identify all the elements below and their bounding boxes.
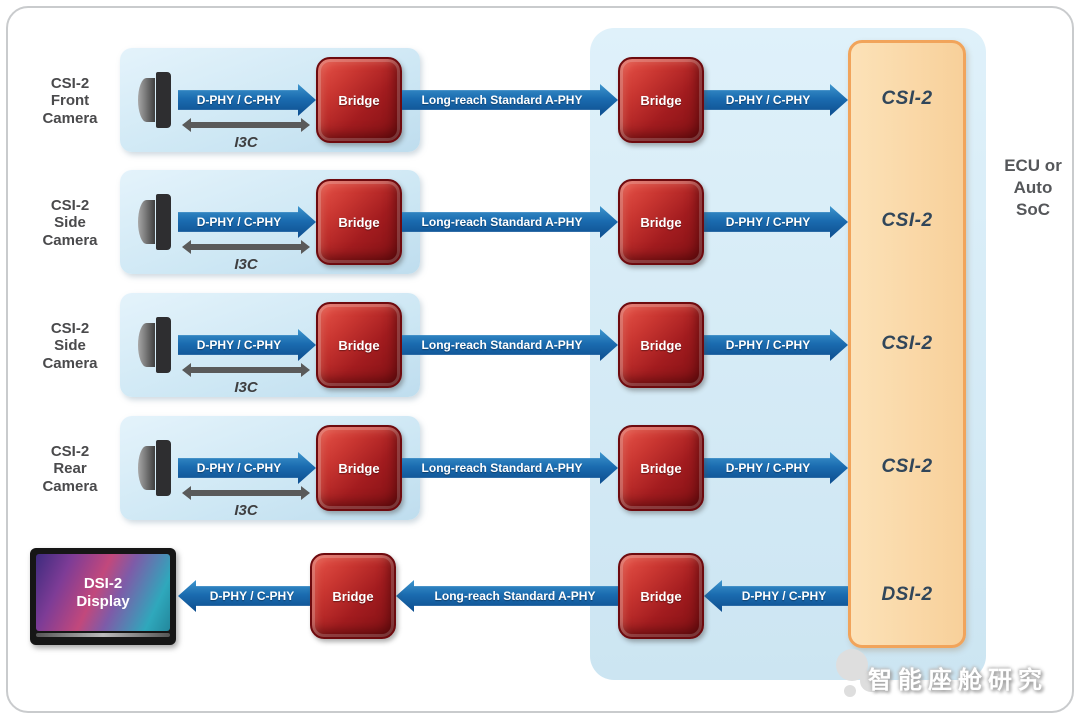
watermark-text: 智能座舱研究 (868, 667, 1048, 694)
camera-module-box: D-PHY / C-PHY I3C Bridge (120, 293, 420, 397)
dphy-cphy-arrow: D-PHY / C-PHY (178, 329, 316, 361)
display-monitor-icon: DSI-2 Display (30, 548, 176, 645)
i3c-bidirectional-arrow (182, 118, 310, 132)
camera-lens (138, 200, 155, 244)
display-monitor-base (36, 633, 170, 637)
soc-port-column (848, 40, 966, 648)
ecu-label: ECU or Auto SoC (1004, 156, 1062, 220)
camera-body (156, 440, 171, 496)
camera-module-box: D-PHY / C-PHY I3C Bridge (120, 170, 420, 274)
i3c-label: I3C (234, 379, 258, 396)
soc-port-label: DSI-2 (881, 584, 933, 605)
camera-lens-icon (138, 317, 171, 373)
bridge-chip-soc-side: Bridge (618, 302, 704, 388)
camera-module-box: D-PHY / C-PHY I3C Bridge (120, 48, 420, 152)
dphy-cphy-arrow: D-PHY / C-PHY (178, 580, 310, 612)
i3c-bidirectional-arrow (182, 240, 310, 254)
display-screen: DSI-2 Display (36, 554, 170, 631)
i3c-label: I3C (234, 134, 258, 151)
camera-lens-icon (138, 194, 171, 250)
bridge-chip-soc-side: Bridge (618, 553, 704, 639)
bridge-chip-display-side: Bridge (310, 553, 396, 639)
bridge-chip-camera-side: Bridge (316, 425, 402, 511)
dphy-cphy-arrow: D-PHY / C-PHY (178, 206, 316, 238)
camera-lens (138, 323, 155, 367)
aphy-link-arrow: Long-reach Standard A-PHY (402, 329, 618, 361)
camera-label: CSI-2 Rear Camera (42, 443, 98, 495)
camera-lens (138, 446, 155, 490)
soc-port-label: CSI-2 (881, 456, 933, 477)
i3c-bidirectional-arrow (182, 363, 310, 377)
aphy-link-arrow: Long-reach Standard A-PHY (402, 206, 618, 238)
soc-port-label: CSI-2 (881, 333, 933, 354)
dphy-cphy-arrow: D-PHY / C-PHY (178, 84, 316, 116)
soc-port-label: CSI-2 (881, 88, 933, 109)
bridge-chip-soc-side: Bridge (618, 57, 704, 143)
bridge-chip-soc-side: Bridge (618, 179, 704, 265)
i3c-label: I3C (234, 256, 258, 273)
aphy-link-arrow: Long-reach Standard A-PHY (396, 580, 618, 612)
camera-body (156, 72, 171, 128)
dphy-cphy-arrow: D-PHY / C-PHY (178, 452, 316, 484)
camera-label: CSI-2 Side Camera (42, 320, 98, 372)
soc-port-label: CSI-2 (881, 210, 933, 231)
camera-body (156, 317, 171, 373)
watermark-circle-icon (844, 685, 856, 697)
camera-module-box: D-PHY / C-PHY I3C Bridge (120, 416, 420, 520)
i3c-label: I3C (234, 502, 258, 519)
bridge-chip-camera-side: Bridge (316, 57, 402, 143)
aphy-link-arrow: Long-reach Standard A-PHY (402, 452, 618, 484)
i3c-bidirectional-arrow (182, 486, 310, 500)
camera-lens-icon (138, 72, 171, 128)
bridge-chip-soc-side: Bridge (618, 425, 704, 511)
camera-lens (138, 78, 155, 122)
aphy-link-arrow: Long-reach Standard A-PHY (402, 84, 618, 116)
camera-body (156, 194, 171, 250)
camera-label: CSI-2 Side Camera (42, 197, 98, 249)
bridge-chip-camera-side: Bridge (316, 179, 402, 265)
camera-label: CSI-2 Front Camera (42, 75, 98, 127)
bridge-chip-camera-side: Bridge (316, 302, 402, 388)
camera-lens-icon (138, 440, 171, 496)
watermark-circle-icon (860, 670, 882, 692)
